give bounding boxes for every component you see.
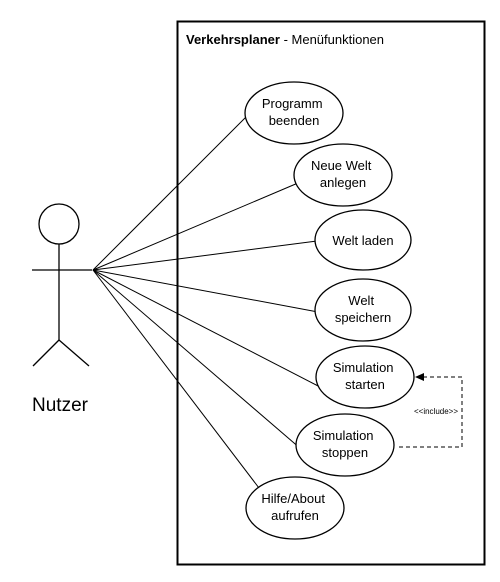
- use-case-neue-welt-anlegen: [293, 143, 393, 207]
- use-case-label-line: aufrufen: [271, 508, 319, 523]
- actor-label: Nutzer: [32, 395, 89, 416]
- actor-figure: [32, 203, 92, 367]
- use-case-label-welt-speichern: Welt speichern: [335, 293, 391, 325]
- use-case-programm-beenden: [244, 81, 344, 145]
- association-simulation-stoppen: [92, 269, 302, 450]
- use-case-label-welt-laden: Welt laden: [332, 233, 393, 248]
- include-arrowhead: [415, 373, 424, 381]
- association-neue-welt: [92, 182, 299, 271]
- use-case-label-line: anlegen: [320, 175, 366, 190]
- actor-right-leg: [58, 339, 90, 367]
- use-case-label-programm-beenden: Programm beenden: [262, 96, 326, 128]
- use-case-simulation-stoppen: [295, 413, 395, 477]
- system-title: Verkehrsplaner - Menüfunktionen: [186, 32, 384, 47]
- use-case-simulation-starten: [315, 345, 415, 409]
- system-boundary: [176, 20, 486, 566]
- use-case-label-line: Welt laden: [332, 233, 393, 248]
- use-case-label-neue-welt-anlegen: Neue Welt anlegen: [311, 158, 375, 190]
- use-case-label-line: starten: [345, 377, 385, 392]
- use-case-label-line: speichern: [335, 310, 391, 325]
- use-case-label-line: Simulation: [313, 428, 374, 443]
- system-title-bold: Verkehrsplaner: [186, 32, 280, 47]
- use-case-label-hilfe-about: Hilfe/About aufrufen: [261, 491, 328, 523]
- use-case-label-simulation-starten: Simulation starten: [333, 360, 397, 392]
- actor-head: [38, 203, 80, 245]
- association-welt-laden: [92, 240, 318, 271]
- system-title-rest: - Menüfunktionen: [280, 32, 384, 47]
- use-case-hilfe-about-aufrufen: [245, 476, 345, 540]
- include-label: <<include>>: [414, 407, 458, 416]
- include-dependency-line: [399, 376, 463, 448]
- use-case-welt-speichern: [314, 278, 412, 342]
- use-case-welt-laden: [314, 209, 412, 271]
- association-hilfe-about: [92, 269, 260, 489]
- actor-left-leg: [32, 339, 60, 367]
- use-case-label-line: stoppen: [322, 445, 368, 460]
- use-case-label-simulation-stoppen: Simulation stoppen: [313, 428, 377, 460]
- use-case-label-line: beenden: [269, 113, 320, 128]
- association-programm-beenden: [92, 113, 250, 271]
- use-case-label-line: Simulation: [333, 360, 394, 375]
- use-case-label-line: Programm: [262, 96, 323, 111]
- use-case-label-line: Neue Welt: [311, 158, 372, 173]
- associations: [92, 113, 323, 489]
- use-case-label-line: Hilfe/About: [261, 491, 325, 506]
- association-welt-speichern: [92, 269, 319, 313]
- association-simulation-starten: [92, 269, 323, 389]
- use-case-label-line: Welt: [348, 293, 374, 308]
